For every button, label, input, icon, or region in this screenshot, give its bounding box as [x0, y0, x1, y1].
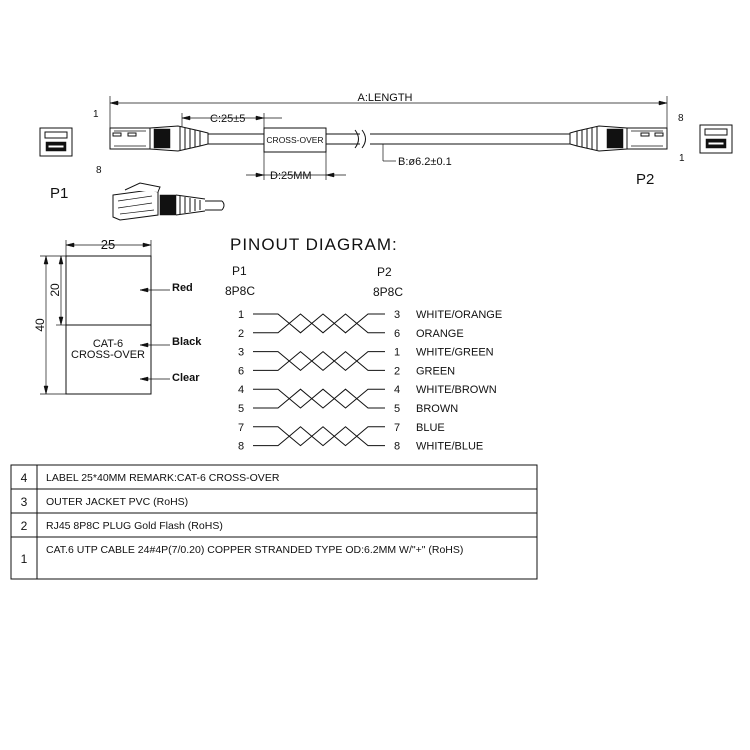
- pin-left-5: 4: [238, 384, 244, 396]
- bom-no-1: 1: [21, 552, 28, 566]
- pinout-left-sub: 8P8C: [225, 284, 255, 298]
- bom-desc-4: LABEL 25*40MM REMARK:CAT-6 CROSS-OVER: [46, 472, 280, 484]
- pinout-right-sub: 8P8C: [373, 285, 403, 299]
- pin-right-6: 5: [394, 403, 400, 415]
- p2-label: P2: [636, 171, 654, 188]
- pin-color-5: WHITE/BROWN: [416, 384, 497, 396]
- right-bottom-pin: 1: [679, 153, 685, 164]
- bom-desc-2: RJ45 8P8C PLUG Gold Flash (RoHS): [46, 520, 223, 532]
- bom-no-3: 3: [21, 495, 28, 509]
- pinout-title: PINOUT DIAGRAM:: [230, 235, 398, 254]
- length-dimension: A:LENGTH: [357, 92, 412, 104]
- pin-right-2: 6: [394, 328, 400, 340]
- twisted-pair-1-a: [253, 313, 385, 334]
- d-dimension: D:25MM: [270, 170, 312, 182]
- twisted-pair-4-a: [253, 426, 385, 447]
- pin-right-8: 8: [394, 441, 400, 453]
- right-plug-end-view: 8 1 P2: [636, 113, 733, 188]
- bom-desc-1: CAT.6 UTP CABLE 24#4P(7/0.20) COPPER STR…: [46, 544, 463, 556]
- pin-color-8: WHITE/BLUE: [416, 441, 483, 453]
- pin-right-1: 3: [394, 309, 400, 321]
- pin-left-7: 7: [238, 422, 244, 434]
- twisted-pair-3-b: [253, 388, 385, 409]
- cable-assembly: A:LENGTH C:25±5 CROSS-OVER: [109, 92, 668, 182]
- right-top-pin: 8: [678, 113, 684, 124]
- pin-right-5: 4: [394, 384, 400, 396]
- pin-color-2: ORANGE: [416, 328, 464, 340]
- label-height-total: 40: [33, 318, 47, 332]
- black-label: Black: [172, 336, 202, 348]
- twisted-pair-2-a: [253, 350, 385, 372]
- pin-color-4: GREEN: [416, 365, 455, 377]
- label-text-line2: CROSS-OVER: [71, 349, 145, 361]
- bom-no-4: 4: [21, 471, 28, 485]
- b-dimension: B:ø6.2±0.1: [398, 156, 452, 168]
- pin-left-1: 1: [238, 309, 244, 321]
- pin-left-6: 5: [238, 403, 244, 415]
- clear-label: Clear: [172, 372, 200, 384]
- bom-desc-3: OUTER JACKET PVC (RoHS): [46, 496, 188, 508]
- twisted-pair-2-b: [253, 350, 385, 372]
- pinout-right-header: P2: [377, 265, 392, 279]
- pin-right-3: 1: [394, 347, 400, 359]
- label-text-line1: CAT-6: [93, 338, 123, 350]
- c-dimension: C:25±5: [210, 113, 245, 125]
- left-bottom-pin: 8: [96, 165, 102, 176]
- pin-left-8: 8: [238, 441, 244, 453]
- left-plug-end-view: 1 8 P1: [39, 109, 102, 202]
- pin-right-7: 7: [394, 422, 400, 434]
- pinout-left-header: P1: [232, 264, 247, 278]
- label-width: 25: [101, 237, 115, 252]
- pin-right-4: 2: [394, 365, 400, 377]
- label-diagram: 25 40 20 CAT-6 CROSS-OVER Red Black Clea…: [33, 237, 202, 395]
- twisted-pair-3-a: [253, 388, 385, 409]
- pin-left-2: 2: [238, 328, 244, 340]
- pin-left-3: 3: [238, 347, 244, 359]
- p1-label: P1: [50, 185, 68, 202]
- pin-color-1: WHITE/ORANGE: [416, 309, 502, 321]
- pin-color-7: BLUE: [416, 422, 445, 434]
- crossover-label: CROSS-OVER: [266, 135, 323, 145]
- plug-sketch: [112, 182, 225, 221]
- label-height-half: 20: [48, 283, 62, 297]
- pin-left-4: 6: [238, 365, 244, 377]
- pin-color-3: WHITE/GREEN: [416, 347, 494, 359]
- red-label: Red: [172, 282, 193, 294]
- bom-table: 4 LABEL 25*40MM REMARK:CAT-6 CROSS-OVER …: [10, 464, 538, 580]
- left-top-pin: 1: [93, 109, 99, 120]
- bom-no-2: 2: [21, 519, 28, 533]
- pin-color-6: BROWN: [416, 403, 458, 415]
- twisted-pair-4-b: [253, 426, 385, 447]
- twisted-pair-1-b: [253, 313, 385, 334]
